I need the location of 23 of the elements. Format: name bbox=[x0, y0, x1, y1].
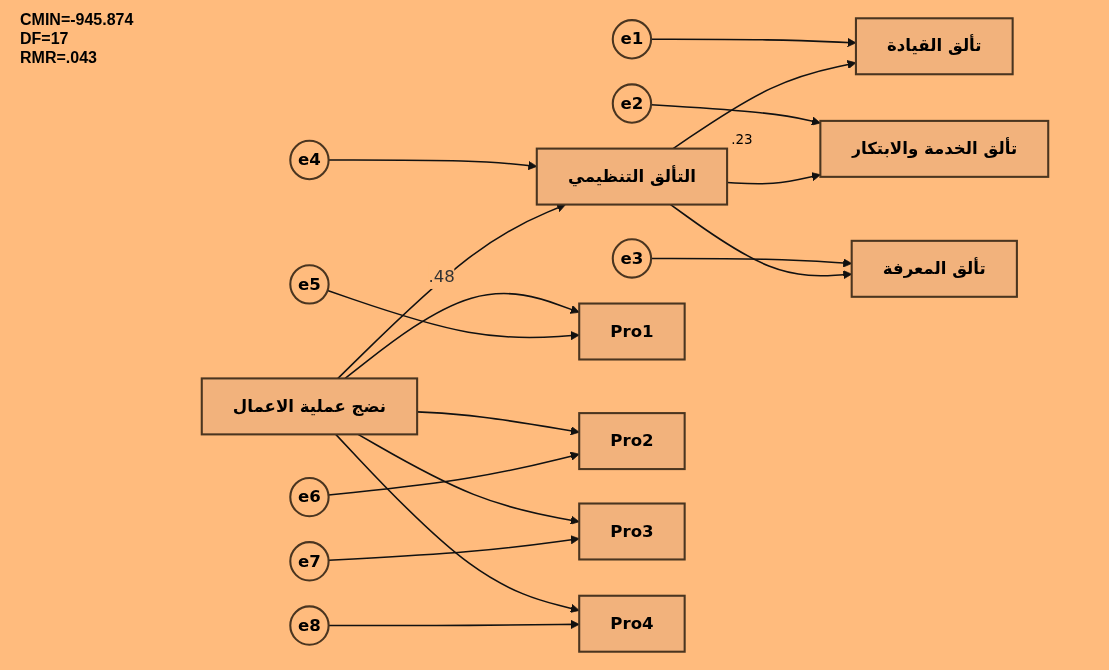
node-box: تألق المعرفة bbox=[850, 239, 1018, 298]
node-circle: e1 bbox=[611, 19, 653, 60]
coefficient-label: .23 bbox=[731, 131, 753, 148]
fit-statistic: CMIN=-945.874 bbox=[20, 11, 134, 29]
node-circle: e6 bbox=[289, 476, 330, 518]
node-circle: e2 bbox=[611, 83, 653, 124]
edge-label: .48 bbox=[428, 266, 455, 286]
node-circle: e5 bbox=[289, 264, 330, 305]
node-box: تألق الخدمة والابتكار bbox=[819, 119, 1050, 178]
node-circle: e7 bbox=[289, 541, 330, 582]
node-box: Pro1 bbox=[578, 302, 686, 361]
node-box: Pro3 bbox=[578, 502, 686, 561]
node-circle: e4 bbox=[289, 139, 330, 181]
fit-statistic: RMR=.043 bbox=[20, 49, 98, 67]
node-box: Pro4 bbox=[578, 594, 686, 653]
fit-statistic: DF=17 bbox=[20, 30, 70, 48]
node-circle: e8 bbox=[289, 605, 330, 646]
node-box: تألق القيادة bbox=[854, 17, 1014, 76]
node-box: نضج عملية الاعمال bbox=[200, 377, 419, 436]
node-box: التألق التنظيمي bbox=[535, 147, 729, 206]
node-box: Pro2 bbox=[578, 412, 686, 471]
arrow bbox=[326, 289, 580, 341]
node-circle: e3 bbox=[611, 238, 653, 279]
